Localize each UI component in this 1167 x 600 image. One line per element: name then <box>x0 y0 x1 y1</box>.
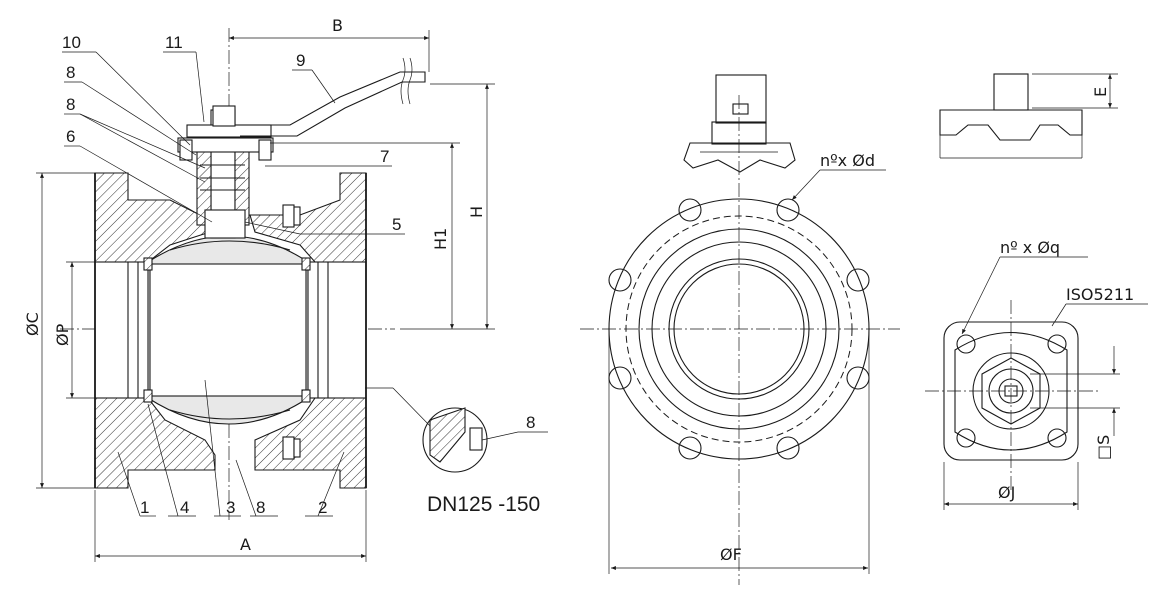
stem-square <box>993 73 1029 111</box>
label-part-8d: 8 <box>526 413 535 432</box>
dim-H: H <box>467 206 486 218</box>
bore-inner <box>673 263 805 395</box>
raised-face <box>651 241 827 417</box>
dim-flange-holes: nº x Øq <box>1000 238 1060 257</box>
dim-A: A <box>240 535 251 554</box>
dim-C: ØC <box>23 312 42 336</box>
iso-hole <box>956 428 976 448</box>
label-part-2: 2 <box>318 498 327 517</box>
body-outer <box>638 228 840 430</box>
label-part-4: 4 <box>180 498 189 517</box>
bolt-hole <box>776 436 800 460</box>
label-part-11: 11 <box>165 33 183 52</box>
iso-hole <box>1047 334 1067 354</box>
dim-S: □S <box>1094 435 1113 460</box>
dim-iso: ISO5211 <box>1066 285 1134 304</box>
stem-collar <box>204 209 246 239</box>
section-view <box>60 28 426 520</box>
seat-lower-left <box>143 389 153 403</box>
dim-F: ØF <box>720 545 742 564</box>
dim-P: ØP <box>53 323 72 346</box>
label-part-1: 1 <box>140 498 149 517</box>
lever <box>240 71 426 137</box>
ball-bore <box>149 263 307 397</box>
dim-bolt-holes: nºx Ød <box>820 151 875 170</box>
dim-H1: H1 <box>431 228 450 250</box>
detail-callout <box>365 387 548 473</box>
end-view-dimensions: nºx Ød ØF <box>608 151 886 574</box>
body-bolt-upper <box>282 204 295 228</box>
label-part-8c: 8 <box>256 498 265 517</box>
iso-flange-view: □S ØJ nº x Øq ISO5211 <box>925 238 1148 510</box>
bolt-hole <box>846 366 870 390</box>
label-part-3: 3 <box>226 498 235 517</box>
label-part-10: 10 <box>62 33 81 52</box>
top-flange <box>177 137 274 153</box>
stem-head <box>715 74 767 124</box>
detail-circle <box>422 407 488 473</box>
mount-side-detail: E <box>939 73 1118 159</box>
dim-B: B <box>332 16 343 35</box>
bolt-hole <box>608 268 632 292</box>
stop-pin <box>258 139 272 161</box>
seat-lower-right <box>301 389 311 403</box>
bolt-hole <box>608 366 632 390</box>
seat-upper-left <box>143 257 153 271</box>
label-part-8a: 8 <box>66 63 75 82</box>
bolt-hole <box>846 268 870 292</box>
part-callouts: 10 11 8 8 6 9 7 5 1 4 3 8 2 8 <box>62 33 535 517</box>
left-dimensions: B A ØC ØP H1 H <box>23 16 495 562</box>
body-bolt-lower <box>282 436 295 460</box>
label-part-5: 5 <box>392 215 401 234</box>
bolt-hole <box>678 198 702 222</box>
iso-hole <box>956 334 976 354</box>
label-part-6: 6 <box>66 127 75 146</box>
label-part-7: 7 <box>380 147 389 166</box>
dim-J: ØJ <box>998 483 1015 502</box>
stem-nut <box>212 105 236 127</box>
seat-upper-right <box>301 257 311 271</box>
screw-left <box>179 139 193 161</box>
handle-base <box>186 124 272 138</box>
bore-outer <box>668 258 810 400</box>
body-lower <box>94 397 216 489</box>
iso-flange-outline <box>943 321 1079 461</box>
end-view <box>580 74 900 585</box>
dim-E: E <box>1091 87 1110 97</box>
bolt-circle <box>625 215 853 443</box>
top-mount <box>683 142 796 173</box>
label-part-9: 9 <box>296 51 305 70</box>
bolt-hole <box>678 436 702 460</box>
detail-caption: DN125 -150 <box>427 493 540 516</box>
iso-hole <box>1047 428 1067 448</box>
bolt-hole <box>776 198 800 222</box>
label-part-8b: 8 <box>66 95 75 114</box>
